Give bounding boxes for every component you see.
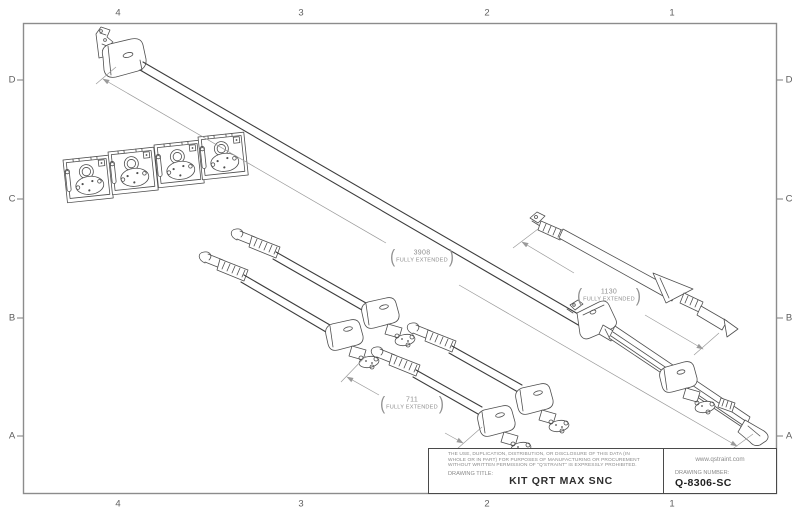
legal-notice: THE USE, DUPLICATION, DISTRIBUTION, OR D… bbox=[448, 452, 659, 469]
dimension-paren: ) bbox=[635, 285, 641, 307]
anchor-plate-2 bbox=[107, 146, 159, 196]
main-retractor-housing bbox=[101, 38, 147, 78]
legal-notice-line: WITHOUT WRITTEN PERMISSION OF "Q'STRAINT… bbox=[448, 463, 637, 469]
dimension-paren: ( bbox=[390, 246, 396, 268]
dimension-value: 711 bbox=[405, 396, 419, 404]
dimension-label-1130: ( 1130 FULLY EXTENDED ) bbox=[577, 285, 641, 307]
title-block-left-cell: THE USE, DUPLICATION, DISTRIBUTION, OR D… bbox=[429, 449, 663, 493]
title-block: THE USE, DUPLICATION, DISTRIBUTION, OR D… bbox=[428, 448, 777, 494]
qrt-strap-1 bbox=[230, 228, 417, 348]
drawing-frame bbox=[22, 22, 778, 495]
lap-belt bbox=[529, 211, 739, 338]
belt-tip bbox=[737, 419, 769, 446]
qrt-strap-2 bbox=[198, 251, 381, 370]
zone-col-label-top-2: 2 bbox=[484, 7, 490, 19]
website-text: www.qstraint.com bbox=[695, 456, 745, 463]
zone-row-label-right-C: C bbox=[785, 193, 793, 205]
zone-col-label-bottom-1: 1 bbox=[669, 498, 675, 510]
dimension-label-3908: ( 3908 FULLY EXTENDED ) bbox=[390, 246, 454, 268]
dimension-paren: ) bbox=[438, 393, 444, 415]
dimension-value: 3908 bbox=[413, 249, 431, 257]
drawing-title-label: DRAWING TITLE: bbox=[448, 471, 494, 478]
drawing-number: Q-8306-SC bbox=[675, 477, 732, 489]
qrt-strap-4 bbox=[370, 346, 533, 456]
zone-row-label-right-D: D bbox=[785, 74, 793, 86]
dimension-paren: ( bbox=[380, 393, 386, 415]
legal-notice-line: THE USE, DUPLICATION, DISTRIBUTION, OR D… bbox=[448, 452, 630, 457]
zone-row-label-left-B: B bbox=[8, 312, 16, 324]
dimension-qualifier: FULLY EXTENDED bbox=[386, 404, 438, 411]
zone-col-label-top-3: 3 bbox=[298, 7, 304, 19]
zone-row-label-left-D: D bbox=[8, 74, 16, 86]
dimension-qualifier: FULLY EXTENDED bbox=[583, 296, 635, 303]
zone-row-label-right-B: B bbox=[785, 312, 793, 324]
zone-row-label-right-A: A bbox=[785, 430, 793, 442]
zone-col-label-top-4: 4 bbox=[115, 7, 121, 19]
dimension-1130-lines bbox=[512, 228, 720, 356]
dimension-paren: ) bbox=[448, 246, 454, 268]
zone-col-label-bottom-3: 3 bbox=[298, 498, 304, 510]
zone-ticks bbox=[17, 79, 783, 437]
anchor-plate-1 bbox=[62, 154, 114, 204]
dimension-711-lines bbox=[340, 355, 483, 450]
anchor-plate-4 bbox=[197, 131, 249, 181]
title-block-right-cell: www.qstraint.com DRAWING NUMBER: Q-8306-… bbox=[663, 449, 776, 493]
drawing-number-label: DRAWING NUMBER: bbox=[675, 470, 730, 476]
inline-retractor bbox=[659, 361, 736, 415]
zone-row-label-left-C: C bbox=[8, 193, 16, 205]
anchor-plate-3 bbox=[153, 139, 205, 189]
dimension-qualifier: FULLY EXTENDED bbox=[396, 257, 448, 264]
dimension-paren: ( bbox=[577, 285, 583, 307]
buckle-assembly bbox=[566, 299, 617, 342]
legal-notice-line: WHOLE OR IN PART) FOR PURPOSES OF MANUFA… bbox=[448, 457, 640, 463]
zone-col-label-top-1: 1 bbox=[669, 7, 675, 19]
dimension-label-711: ( 711 FULLY EXTENDED ) bbox=[380, 393, 444, 415]
qrt-strap-3 bbox=[406, 322, 571, 434]
main-webbing bbox=[139, 61, 586, 327]
dimension-value: 1130 bbox=[600, 288, 618, 296]
zone-row-label-left-A: A bbox=[8, 430, 16, 442]
drawing-title: KIT QRT MAX SNC bbox=[509, 475, 613, 487]
zone-col-label-bottom-2: 2 bbox=[484, 498, 490, 510]
zone-col-label-bottom-4: 4 bbox=[115, 498, 121, 510]
